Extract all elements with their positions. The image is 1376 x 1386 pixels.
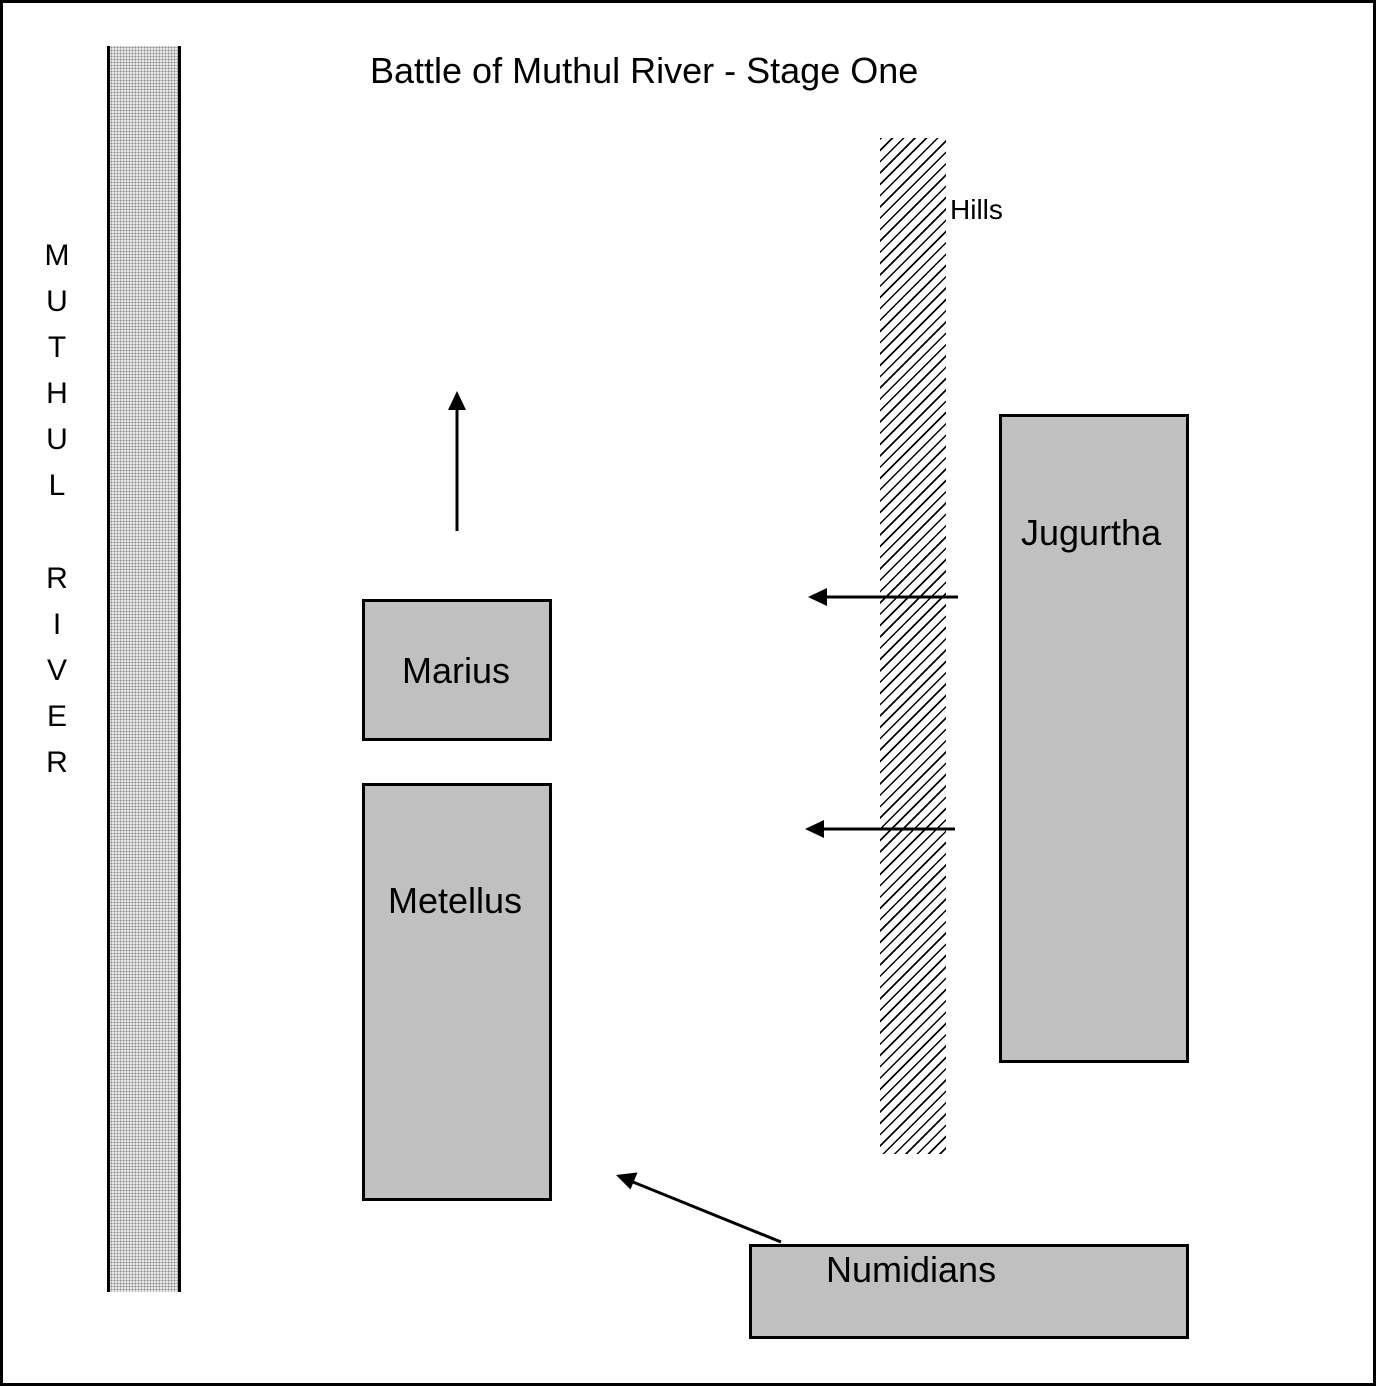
diagram-title: Battle of Muthul River - Stage One: [370, 50, 919, 91]
marius-advance-arrow: [448, 391, 466, 531]
metellus-unit: [362, 783, 552, 1201]
marius-label: Marius: [402, 650, 511, 691]
jugurtha-label: Jugurtha: [1021, 512, 1162, 553]
jugurtha-unit: [999, 414, 1189, 1063]
jugurtha-attack-arrow-lower: [805, 820, 955, 838]
hills-ridge: [880, 138, 946, 1154]
numidians-unit: [749, 1244, 1189, 1339]
numidians-attack-arrow: [616, 1172, 782, 1244]
river-label-letter: E: [46, 700, 67, 733]
marius-unit: [362, 599, 552, 741]
river-label-letter: M: [44, 239, 70, 272]
hills-label: Hills: [950, 194, 1003, 225]
river-label-letter: R: [46, 746, 68, 779]
jugurtha-attack-arrow-upper: [808, 588, 958, 606]
river-label-letter: R: [46, 562, 68, 595]
river-label-letter: L: [48, 469, 66, 502]
numidians-label: Numidians: [826, 1249, 997, 1290]
muthul-river: [107, 46, 181, 1292]
river-label-letter: V: [46, 654, 67, 687]
river-label-letter: H: [46, 377, 68, 410]
river-label-letter: I: [52, 608, 62, 641]
river-label-letter: T: [47, 331, 67, 364]
river-label-letter: U: [46, 423, 68, 456]
river-label-letter: U: [46, 285, 68, 318]
metellus-label: Metellus: [388, 880, 523, 921]
